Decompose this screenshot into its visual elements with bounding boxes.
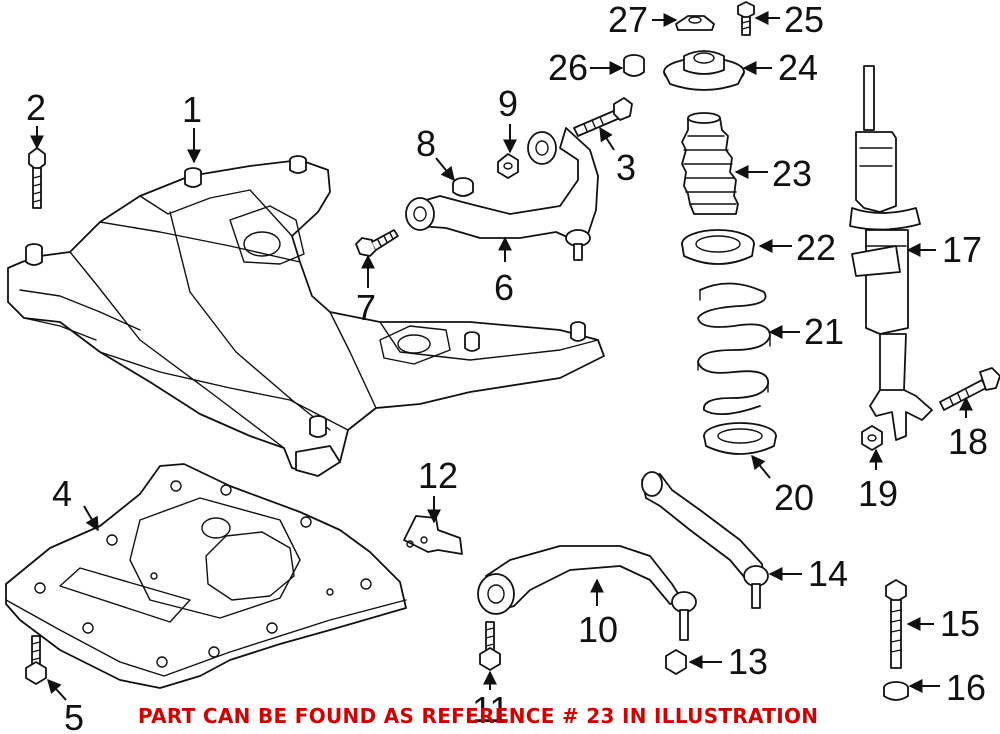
splash-shield bbox=[5, 463, 407, 689]
callout-3: 3 bbox=[616, 147, 636, 188]
upper-mount-27 bbox=[675, 15, 715, 31]
lower-control-arm bbox=[477, 545, 697, 641]
callout-13: 13 bbox=[728, 641, 768, 682]
front-subframe bbox=[7, 155, 605, 477]
callout-14: 14 bbox=[808, 553, 848, 594]
callout-15: 15 bbox=[940, 603, 980, 644]
callout-7: 7 bbox=[356, 287, 376, 328]
nut-8 bbox=[452, 177, 474, 197]
callout-27: 27 bbox=[608, 0, 648, 40]
callout-9: 9 bbox=[498, 83, 518, 124]
nut-9 bbox=[497, 153, 519, 179]
nut-16 bbox=[883, 681, 909, 701]
nut-19 bbox=[861, 425, 883, 451]
callout-11: 11 bbox=[472, 689, 509, 730]
bolt-2 bbox=[28, 147, 46, 209]
spring-seat-20 bbox=[703, 422, 777, 455]
callout-16: 16 bbox=[946, 667, 986, 708]
callout-24: 24 bbox=[778, 47, 818, 88]
callout-20: 20 bbox=[774, 477, 814, 518]
callout-17: 17 bbox=[942, 229, 982, 270]
callout-19: 19 bbox=[858, 473, 898, 514]
bolt-18 bbox=[939, 367, 1000, 411]
callout-labels: 1 2 3 4 5 6 7 8 9 10 11 12 13 14 15 16 1… bbox=[26, 0, 988, 734]
bolt-5 bbox=[25, 635, 47, 685]
bolt-3 bbox=[573, 97, 633, 137]
callout-23: 23 bbox=[772, 153, 812, 194]
callout-12: 12 bbox=[418, 455, 458, 496]
dust-boot-23 bbox=[681, 112, 739, 215]
coil-spring-21 bbox=[697, 282, 771, 416]
callout-21: 21 bbox=[804, 311, 844, 352]
callout-1: 1 bbox=[182, 89, 202, 130]
reference-note: PART CAN BE FOUND AS REFERENCE # 23 IN I… bbox=[138, 704, 818, 728]
bolt-25 bbox=[737, 1, 755, 36]
callout-25: 25 bbox=[784, 0, 824, 40]
callout-4: 4 bbox=[52, 473, 72, 514]
nut-13 bbox=[665, 649, 687, 675]
callout-2: 2 bbox=[26, 87, 46, 128]
bolt-7 bbox=[355, 229, 399, 257]
callout-22: 22 bbox=[796, 227, 836, 268]
bolt-11 bbox=[479, 621, 501, 671]
callout-6: 6 bbox=[494, 267, 514, 308]
callout-26: 26 bbox=[548, 47, 588, 88]
shock-absorber-17 bbox=[849, 65, 933, 441]
upper-control-arm bbox=[405, 127, 599, 261]
callout-18: 18 bbox=[948, 421, 988, 462]
nut-26 bbox=[623, 54, 645, 77]
top-mount-24 bbox=[663, 50, 745, 91]
bracket-12 bbox=[403, 515, 463, 555]
callout-8: 8 bbox=[416, 123, 436, 164]
callout-5: 5 bbox=[64, 697, 84, 734]
leader-lines bbox=[30, 11, 973, 701]
spring-pad-22 bbox=[681, 229, 755, 265]
callout-10: 10 bbox=[578, 609, 618, 650]
bolt-15 bbox=[885, 579, 907, 669]
tension-strut bbox=[641, 471, 769, 609]
